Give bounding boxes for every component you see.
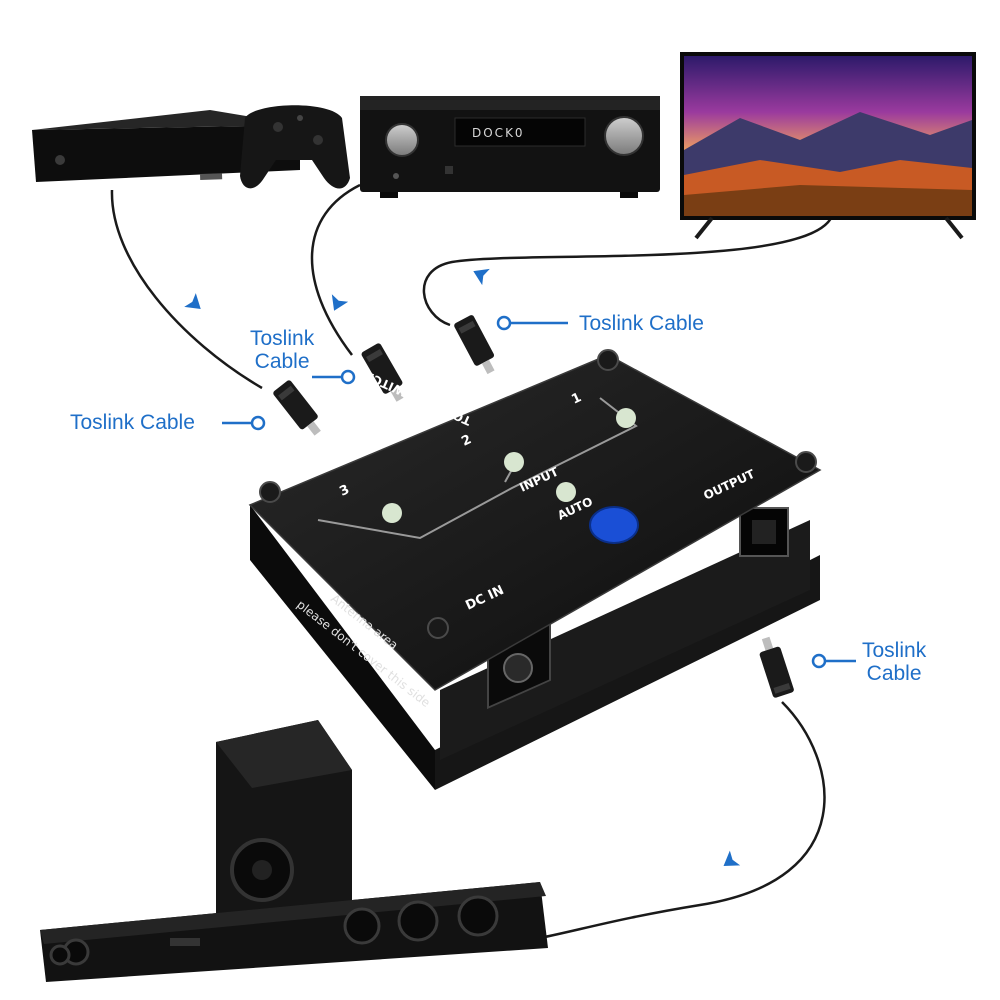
game-controller bbox=[240, 105, 350, 189]
receiver-left-knob bbox=[385, 123, 419, 157]
cables bbox=[110, 183, 834, 940]
switch-title: TOSLINK SWITCH bbox=[362, 368, 474, 428]
led-input-3 bbox=[382, 503, 402, 523]
toslink-plug-right bbox=[454, 315, 495, 375]
av-receiver: DOCK0 bbox=[360, 96, 660, 198]
led-auto bbox=[556, 482, 576, 502]
flow-arrows bbox=[184, 268, 741, 867]
ring-pointer-icon bbox=[250, 415, 266, 431]
arrow-icon bbox=[184, 293, 201, 309]
toslink-plug-left bbox=[273, 380, 321, 436]
subwoofer bbox=[216, 720, 352, 920]
callout-left-input-text: Toslink Cable bbox=[70, 411, 195, 434]
cable-tv-to-switch bbox=[422, 215, 834, 327]
television bbox=[680, 52, 976, 240]
game-console bbox=[32, 110, 300, 182]
toslink-plug-output bbox=[759, 636, 794, 698]
receiver-right-knob bbox=[604, 116, 644, 156]
callout-pointers bbox=[222, 315, 856, 669]
arrow-icon bbox=[331, 294, 349, 311]
callout-middle-input-line1: Toslink bbox=[250, 327, 315, 350]
callout-output-line1: Toslink bbox=[862, 639, 927, 662]
callout-output: Toslink Cable bbox=[862, 639, 926, 685]
led-input-1 bbox=[616, 408, 636, 428]
ring-pointer-icon bbox=[340, 369, 356, 385]
receiver-display: DOCK0 bbox=[472, 126, 525, 140]
callout-output-line2: Cable bbox=[866, 662, 922, 685]
callout-middle-input-line2: Cable bbox=[254, 350, 310, 373]
soundbar bbox=[40, 882, 548, 982]
soundbar-driver bbox=[397, 900, 439, 942]
callout-left-input: Toslink Cable bbox=[70, 411, 195, 434]
arrow-icon bbox=[473, 268, 490, 286]
callout-right-input-text: Toslink Cable bbox=[579, 312, 704, 335]
xbox-logo-icon bbox=[55, 155, 65, 165]
cable-switch-to-soundbar bbox=[539, 701, 826, 940]
cable-console-to-switch bbox=[110, 189, 263, 390]
arrow-icon bbox=[723, 850, 741, 867]
soundbar-driver bbox=[343, 907, 381, 945]
ring-pointer-icon bbox=[496, 315, 512, 331]
ring-pointer-icon bbox=[811, 653, 827, 669]
callout-middle-input: Toslink Cable bbox=[250, 327, 314, 373]
soundbar-driver bbox=[49, 944, 71, 966]
led-input-2 bbox=[504, 452, 524, 472]
soundbar-driver bbox=[457, 895, 499, 937]
toslink-switch-box: TOSLINK SWITCH INPUT AUTO OUTPUT DC IN 1… bbox=[248, 349, 822, 790]
input-select-button[interactable] bbox=[589, 506, 639, 544]
cable-receiver-to-switch bbox=[310, 183, 361, 356]
callout-right-input: Toslink Cable bbox=[579, 312, 704, 335]
toslink-plug-middle bbox=[361, 343, 404, 402]
